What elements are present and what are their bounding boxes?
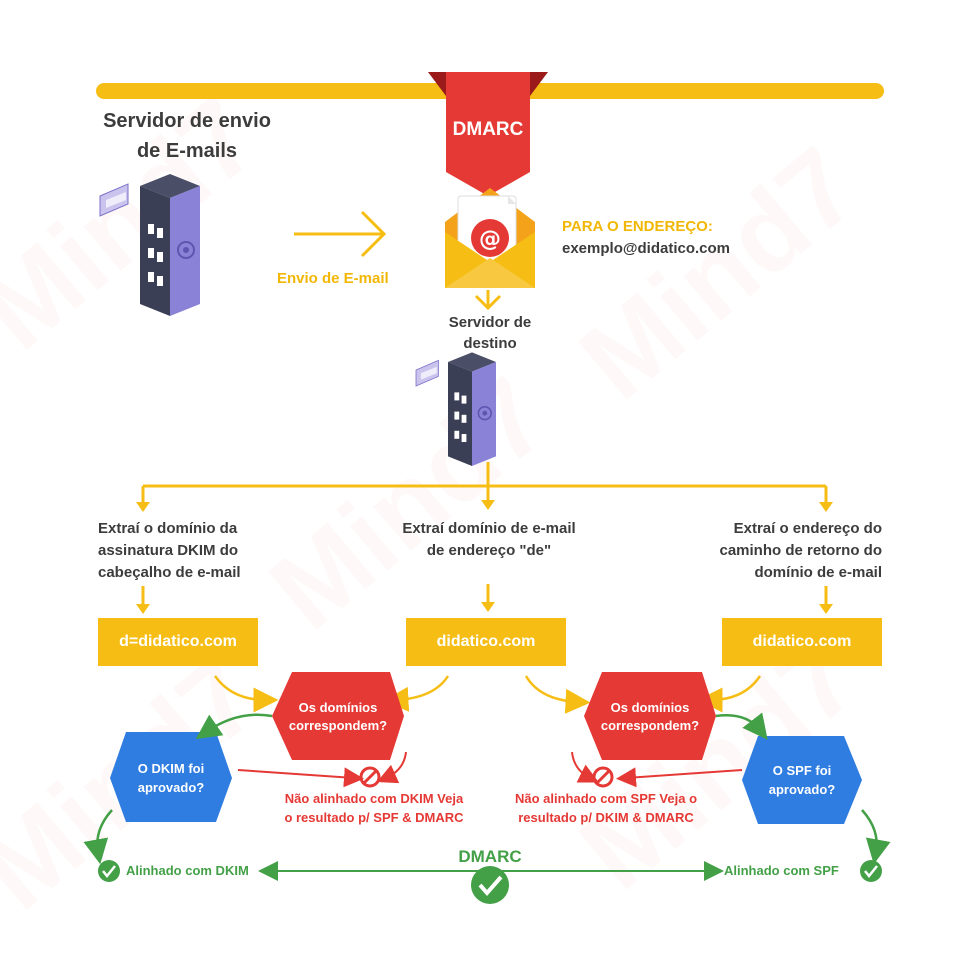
dmarc-banner — [428, 72, 548, 196]
not-aligned-dkim-text: Não alinhado com DKIM Veja o resultado p… — [284, 791, 464, 825]
send-label: Envio de E-mail — [277, 270, 389, 287]
aligned-dkim-label: Alinhado com DKIM — [126, 863, 249, 878]
dkim-domain-box: d=didatico.com — [98, 618, 258, 666]
return-path-domain-box: didatico.com — [722, 618, 882, 666]
check-icon — [860, 860, 882, 882]
dkim-approved-shape — [110, 732, 232, 822]
big-check-icon — [471, 866, 509, 904]
domain-match-left-text: Os domínios correspondem? — [288, 700, 388, 733]
aligned-spf-label: Alinhado com SPF — [724, 863, 839, 878]
not-aligned-spf-text: Não alinhado com SPF Veja o resultado p/… — [514, 791, 698, 825]
branch-middle-text: Extraí domínio de e-mail de endereço "de… — [402, 520, 576, 559]
envelope-icon: @ — [445, 188, 535, 288]
branch-arrowheads — [136, 500, 833, 614]
svg-text:@: @ — [479, 227, 501, 252]
sender-server-icon — [99, 173, 201, 317]
dkim-approved-text: O DKIM foi aprovado? — [137, 761, 205, 795]
spf-approved-shape — [742, 736, 862, 824]
destination-server-icon — [415, 351, 497, 467]
dmarc-result-label: DMARC — [458, 847, 522, 866]
domain-match-right-shape — [584, 672, 716, 760]
check-icon — [98, 860, 120, 882]
branch-left-text: Extraí o domínio da assinatura DKIM do c… — [98, 520, 241, 581]
destination-server-label: Servidor de destino — [448, 314, 532, 352]
blocked-icon — [592, 766, 614, 788]
spf-approved-text: O SPF foi aprovado? — [768, 763, 836, 797]
branch-right-text: Extraí o endereço do caminho de retorno … — [719, 520, 882, 581]
dmarc-badge-label: DMARC — [452, 119, 524, 140]
domain-match-left-shape — [272, 672, 404, 760]
from-domain-box: didatico.com — [406, 618, 566, 666]
branch-connectors — [141, 462, 828, 506]
domain-match-right-text: Os domínios correspondem? — [600, 700, 700, 733]
recipient-address: exemplo@didatico.com — [562, 240, 730, 257]
sender-title: Servidor de envio de E-mails — [103, 110, 271, 162]
blocked-icon — [359, 766, 381, 788]
recipient-label: PARA O ENDEREÇO: — [562, 218, 713, 235]
